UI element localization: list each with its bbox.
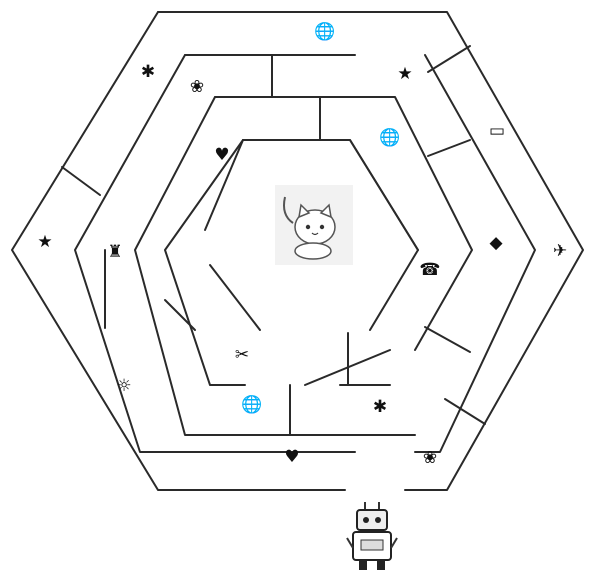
maze-wall — [158, 12, 583, 490]
globe-icon: 🌐 — [379, 127, 400, 148]
robot-icon — [347, 502, 397, 570]
globe-icon: 🌐 — [241, 394, 262, 415]
flower-icon: ❀ — [190, 77, 204, 97]
star-icon: ★ — [37, 232, 52, 252]
diamond-icon: ◆ — [489, 233, 503, 253]
cat-goal — [275, 185, 353, 265]
flower-icon: ❀ — [423, 448, 437, 468]
scissors-icon: ✂ — [235, 345, 249, 365]
maze-wall — [165, 140, 245, 385]
maze-wall — [428, 140, 470, 156]
globe-icon: 🌐 — [314, 21, 335, 42]
maze-wall — [445, 399, 485, 424]
heart-icon: ♥ — [284, 447, 299, 467]
maze-wall — [62, 167, 100, 195]
maze-wall — [415, 55, 535, 452]
tower-icon: ♜ — [107, 242, 122, 262]
star-icon: ★ — [397, 64, 412, 84]
maze-wall — [425, 327, 470, 352]
asterisk-icon: ✱ — [141, 62, 155, 82]
robot-player — [347, 502, 397, 570]
heart-icon: ♥ — [214, 145, 229, 165]
telephone-icon: ☎ — [419, 260, 440, 280]
asterisk-icon: ✱ — [373, 397, 387, 417]
airplane-icon: ✈ — [553, 241, 567, 261]
maze-wall — [428, 46, 470, 72]
maze-wall — [165, 300, 195, 330]
maze-wall — [210, 265, 260, 330]
sun-icon: ☼ — [116, 376, 131, 396]
book-icon: ▭ — [489, 121, 505, 141]
